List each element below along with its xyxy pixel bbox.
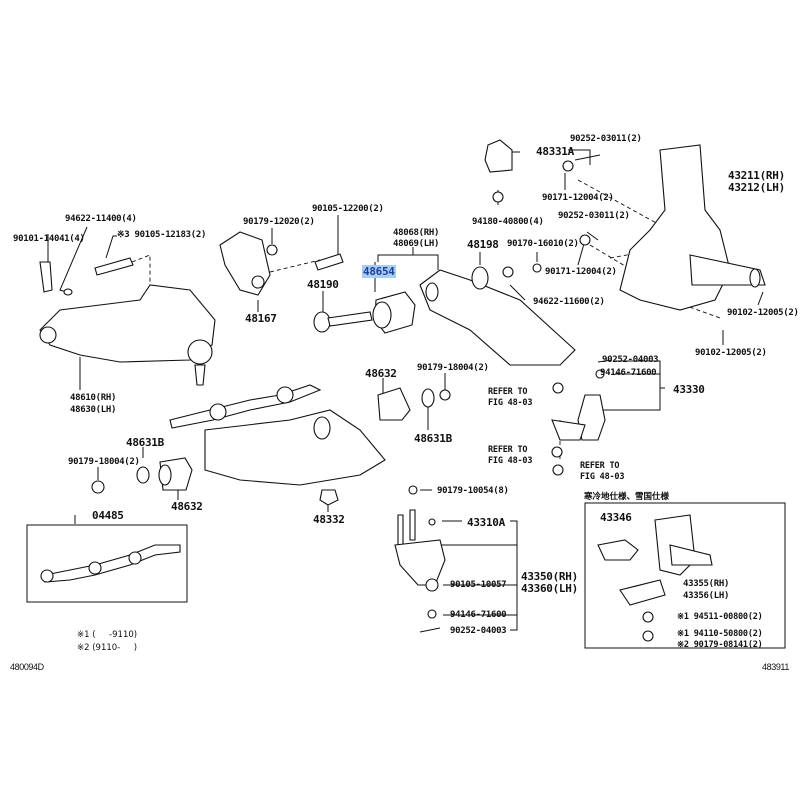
label-90171-12004-a[interactable]: 90171-12004(2) — [542, 193, 614, 203]
footer-left-code: 480094D — [10, 662, 44, 672]
inset-cold-area-spec — [584, 502, 786, 649]
label-94110-50800[interactable]: ※1 94110-50800(2) — [677, 629, 763, 639]
label-48198[interactable]: 48198 — [467, 238, 499, 251]
refer-to-3a: REFER TO — [580, 461, 620, 471]
label-43350[interactable]: 43350(RH) — [521, 570, 578, 583]
label-48068[interactable]: 48068(RH) — [393, 228, 440, 238]
label-04485[interactable]: 04485 — [92, 509, 124, 522]
label-90179-08141[interactable]: ※2 90179-08141(2) — [677, 640, 763, 650]
refer-to-1a: REFER TO — [488, 387, 528, 397]
ball-joint-43350 — [394, 485, 446, 633]
label-90252-04003-b[interactable]: 90252-04003 — [450, 626, 507, 636]
label-48167[interactable]: 48167 — [245, 312, 277, 325]
label-43360[interactable]: 43360(LH) — [521, 582, 578, 595]
bushings-left — [91, 457, 193, 494]
label-90179-18004-a[interactable]: 90179-18004(2) — [417, 363, 489, 373]
label-43310A[interactable]: 43310A — [467, 516, 505, 529]
label-90102-12005-a[interactable]: 90102-12005(2) — [727, 308, 799, 318]
label-90105-12200[interactable]: 90105-12200(2) — [312, 204, 384, 214]
label-94511-00800[interactable]: ※1 94511-00800(2) — [677, 612, 763, 622]
tie-rod — [169, 384, 322, 429]
refer-to-2b[interactable]: FIG 48-03 — [488, 456, 533, 466]
stopper-48332 — [319, 489, 339, 506]
label-90101-14041[interactable]: 90101-14041(4) — [13, 234, 85, 244]
refer-to-2a: REFER TO — [488, 445, 528, 455]
inset-title: 寒冷地仕様、雪国仕様 — [584, 492, 670, 502]
label-48631B-a[interactable]: 48631B — [414, 432, 452, 445]
label-90105-10057[interactable]: 90105-10057 — [450, 580, 507, 590]
label-90252-03011-a[interactable]: 90252-03011(2) — [570, 134, 642, 144]
label-90179-12020[interactable]: 90179-12020(2) — [243, 217, 315, 227]
ball-joint-43330 — [551, 359, 613, 476]
bracket-48167 — [219, 231, 344, 296]
label-90252-04003-a[interactable]: 90252-04003 — [602, 355, 659, 365]
label-90105-12183[interactable]: ※3 90105-12183(2) — [117, 230, 207, 240]
label-48610[interactable]: 48610(RH) — [70, 393, 117, 403]
label-90170-16010[interactable]: 90170-16010(2) — [507, 239, 579, 249]
footer-right-code: 483911 — [762, 662, 789, 672]
label-48630[interactable]: 48630(LH) — [70, 405, 117, 415]
label-90179-18004-b[interactable]: 90179-18004(2) — [68, 457, 140, 467]
label-48190[interactable]: 48190 — [307, 278, 339, 291]
label-94622-11400[interactable]: 94622-11400(4) — [65, 214, 137, 224]
label-94146-71600-a[interactable]: 94146-71600 — [600, 368, 657, 378]
label-48632-b[interactable]: 48632 — [171, 500, 203, 513]
lower-arm — [204, 387, 451, 486]
label-90171-12004-b[interactable]: 90171-12004(2) — [545, 267, 617, 277]
label-48631B-b[interactable]: 48631B — [126, 436, 164, 449]
label-48632-a[interactable]: 48632 — [365, 367, 397, 380]
bushing-48654 — [313, 291, 416, 334]
note-2: ※2 (9110- ) — [77, 643, 138, 653]
label-48332[interactable]: 48332 — [313, 513, 345, 526]
upper-arm-48610 — [39, 257, 216, 386]
label-90179-10054[interactable]: 90179-10054(8) — [437, 486, 509, 496]
label-43356[interactable]: 43356(LH) — [683, 591, 730, 601]
label-43346[interactable]: 43346 — [600, 511, 632, 524]
arm-48068 — [419, 263, 576, 366]
label-43212[interactable]: 43212(LH) — [728, 181, 785, 194]
label-94180-40800[interactable]: 94180-40800(4) — [472, 217, 544, 227]
bump-stopper-48331A — [484, 139, 601, 246]
note-1: ※1 ( -9110) — [77, 630, 138, 640]
knuckle-43211 — [619, 144, 766, 311]
label-48654-selected[interactable]: 48654 — [362, 265, 396, 278]
label-43330[interactable]: 43330 — [673, 383, 705, 396]
label-94146-71600-b[interactable]: 94146-71600 — [450, 610, 507, 620]
label-94622-11600[interactable]: 94622-11600(2) — [533, 297, 605, 307]
label-43355[interactable]: 43355(RH) — [683, 579, 730, 589]
kit-04485 — [26, 524, 188, 603]
label-90102-12005-b[interactable]: 90102-12005(2) — [695, 348, 767, 358]
label-48069[interactable]: 48069(LH) — [393, 239, 440, 249]
refer-to-1b[interactable]: FIG 48-03 — [488, 398, 533, 408]
label-43211[interactable]: 43211(RH) — [728, 169, 785, 182]
refer-to-3b[interactable]: FIG 48-03 — [580, 472, 625, 482]
label-90252-03011-b[interactable]: 90252-03011(2) — [558, 211, 630, 221]
label-48331A[interactable]: 48331A — [536, 145, 574, 158]
